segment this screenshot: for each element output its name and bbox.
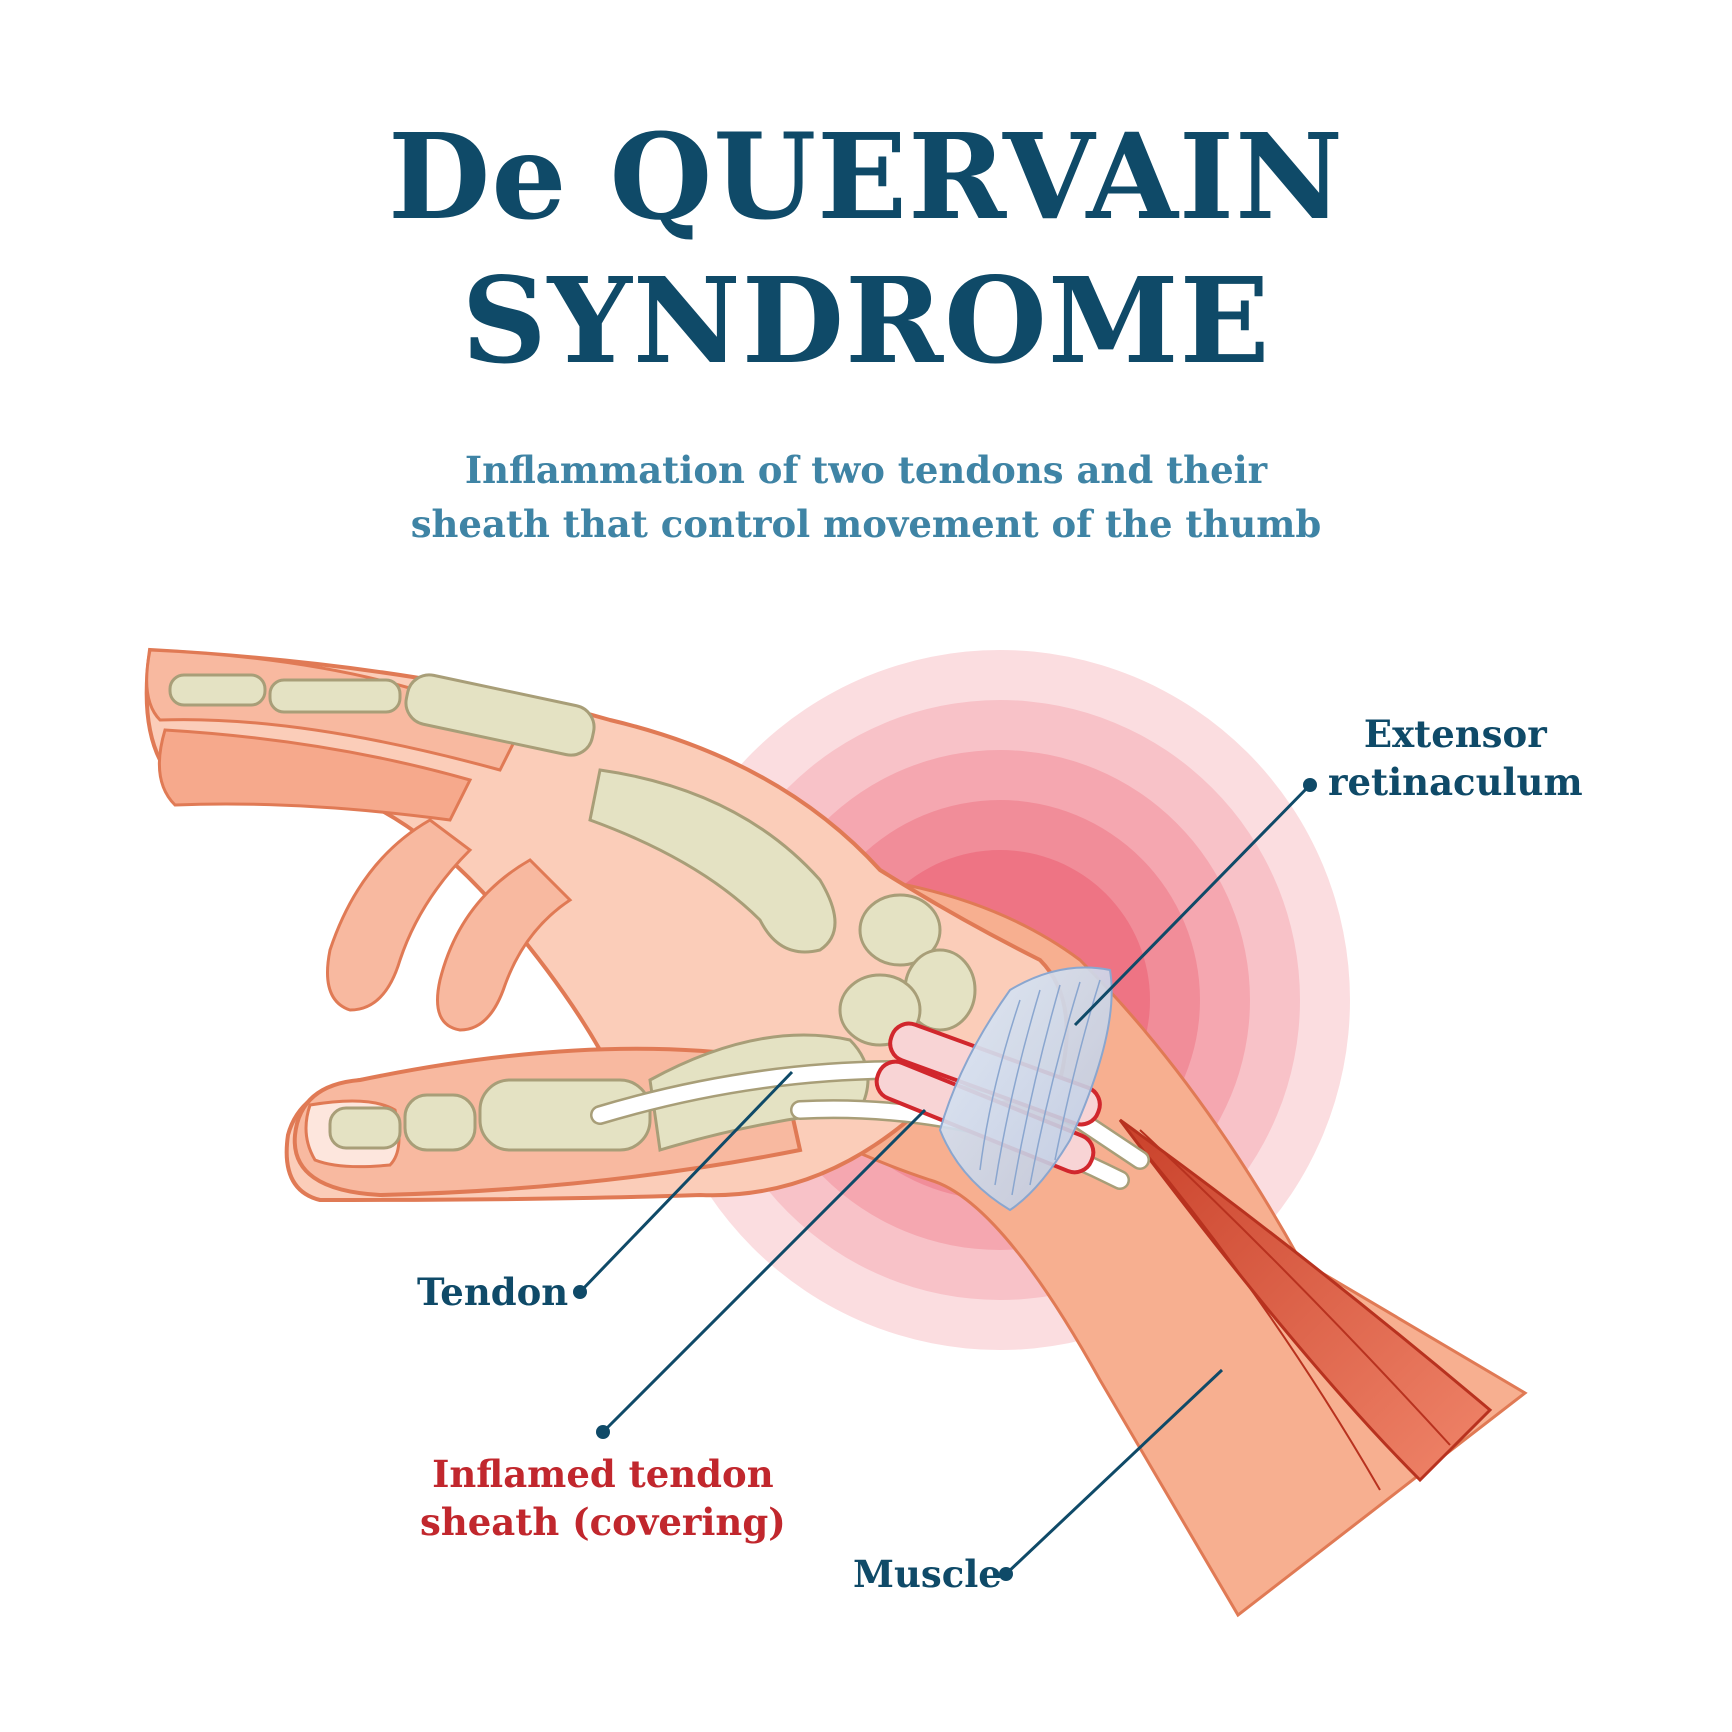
label-muscle: Muscle xyxy=(853,1552,1002,1596)
dot-extensor xyxy=(1303,778,1317,792)
label-extensor-retinaculum: Extensor retinaculum xyxy=(1328,710,1583,806)
subtitle-line-1: Inflammation of two tendons and their xyxy=(464,448,1268,492)
label-tendon: Tendon xyxy=(417,1270,569,1314)
muscle xyxy=(1118,1118,1493,1483)
muscle-fiber xyxy=(1134,1139,1381,1491)
subtitle-line-2: sheath that control movement of the thum… xyxy=(410,502,1322,546)
dot-muscle xyxy=(999,1567,1013,1581)
leader-line-muscle xyxy=(1004,1368,1224,1576)
leader-line-tendon xyxy=(578,1070,794,1294)
label-extensor-line-2: retinaculum xyxy=(1328,760,1583,805)
label-inflamed-tendon-sheath: Inflamed tendon sheath (covering) xyxy=(420,1450,786,1546)
leader-line-extensor xyxy=(1073,783,1312,1027)
leader-line-sheath xyxy=(601,1108,927,1434)
callout-lines xyxy=(578,783,1312,1576)
finger-middle xyxy=(157,728,473,822)
page-title-line-1: De QUERVAIN xyxy=(388,107,1344,246)
finger-curled-2 xyxy=(436,858,573,1032)
label-extensor-line-1: Extensor xyxy=(1363,712,1547,756)
retinaculum-fibers xyxy=(979,979,1101,1196)
page-title-line-2: SYNDROME xyxy=(461,251,1271,390)
callout-dots xyxy=(573,778,1317,1581)
muscle-fiber xyxy=(1139,1129,1451,1446)
dot-tendon xyxy=(573,1285,587,1299)
label-sheath-line-1: Inflamed tendon xyxy=(432,1452,774,1496)
label-sheath-line-2: sheath (covering) xyxy=(420,1500,786,1545)
finger-curled-1 xyxy=(326,818,473,1012)
dot-sheath xyxy=(596,1425,610,1439)
